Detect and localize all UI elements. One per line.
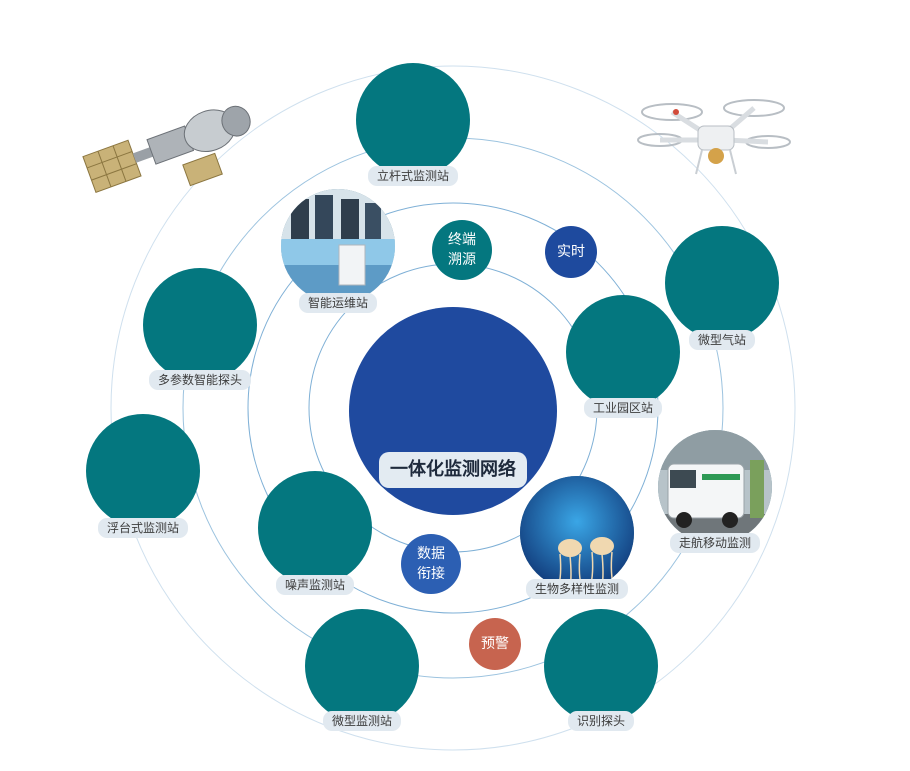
badge-yujing-text: 预警 xyxy=(481,636,509,652)
badge-shuju-line2: 衔接 xyxy=(417,566,445,582)
node-zhineng-yunwei-photo xyxy=(281,189,395,303)
node-zouhang-yidong-label[interactable]: 走航移动监测 xyxy=(669,533,761,553)
node-zouhang-yidong-photo xyxy=(658,430,772,544)
node-shengwu-photo xyxy=(520,476,634,590)
node-shibie-tantou-label[interactable]: 识别探头 xyxy=(567,711,635,731)
outer-ring xyxy=(110,65,796,751)
badge-shishi-text: 实时 xyxy=(557,244,585,260)
jellyfish-image xyxy=(520,476,634,590)
node-zaosheng-circle xyxy=(258,471,372,585)
monitoring-van-image xyxy=(658,430,772,544)
badge-zhongduan-suyuan: 终端 溯源 xyxy=(432,220,492,280)
node-zaosheng-label[interactable]: 噪声监测站 xyxy=(275,575,355,595)
badge-shuju-line1: 数据 xyxy=(417,546,445,562)
badge-shishi: 实时 xyxy=(545,226,597,278)
node-liganshi-label[interactable]: 立杆式监测站 xyxy=(367,166,459,186)
node-zhineng-yunwei-label[interactable]: 智能运维站 xyxy=(298,293,378,313)
node-shengwu-label[interactable]: 生物多样性监测 xyxy=(525,579,629,599)
node-shibie-tantou-circle xyxy=(544,609,658,723)
badge-zhongduan-line1: 终端 xyxy=(448,232,476,248)
node-weixing-qizhan-circle xyxy=(665,226,779,340)
node-weixing-qizhan-label[interactable]: 微型气站 xyxy=(688,330,756,350)
robot-lab-image xyxy=(281,189,395,303)
node-fuaishi-circle xyxy=(86,414,200,528)
node-liganshi-circle xyxy=(356,63,470,177)
node-gongye-yuanqu-label[interactable]: 工业园区站 xyxy=(583,398,663,418)
node-fuaishi-label[interactable]: 浮台式监测站 xyxy=(97,518,189,538)
badge-shuju-xianjie: 数据 衔接 xyxy=(401,534,461,594)
drone-icon xyxy=(637,99,791,175)
node-gongye-yuanqu-circle xyxy=(566,295,680,409)
node-duocanshu-circle xyxy=(143,268,257,382)
badge-zhongduan-line2: 溯源 xyxy=(448,252,476,268)
node-duocanshu-label[interactable]: 多参数智能探头 xyxy=(148,370,252,390)
satellite-icon xyxy=(82,105,251,193)
badge-yujing: 预警 xyxy=(469,618,521,670)
node-weixing-jiance-label[interactable]: 微型监测站 xyxy=(322,711,402,731)
node-weixing-jiance-circle xyxy=(305,609,419,723)
center-title: 一体化监测网络 xyxy=(379,452,527,488)
